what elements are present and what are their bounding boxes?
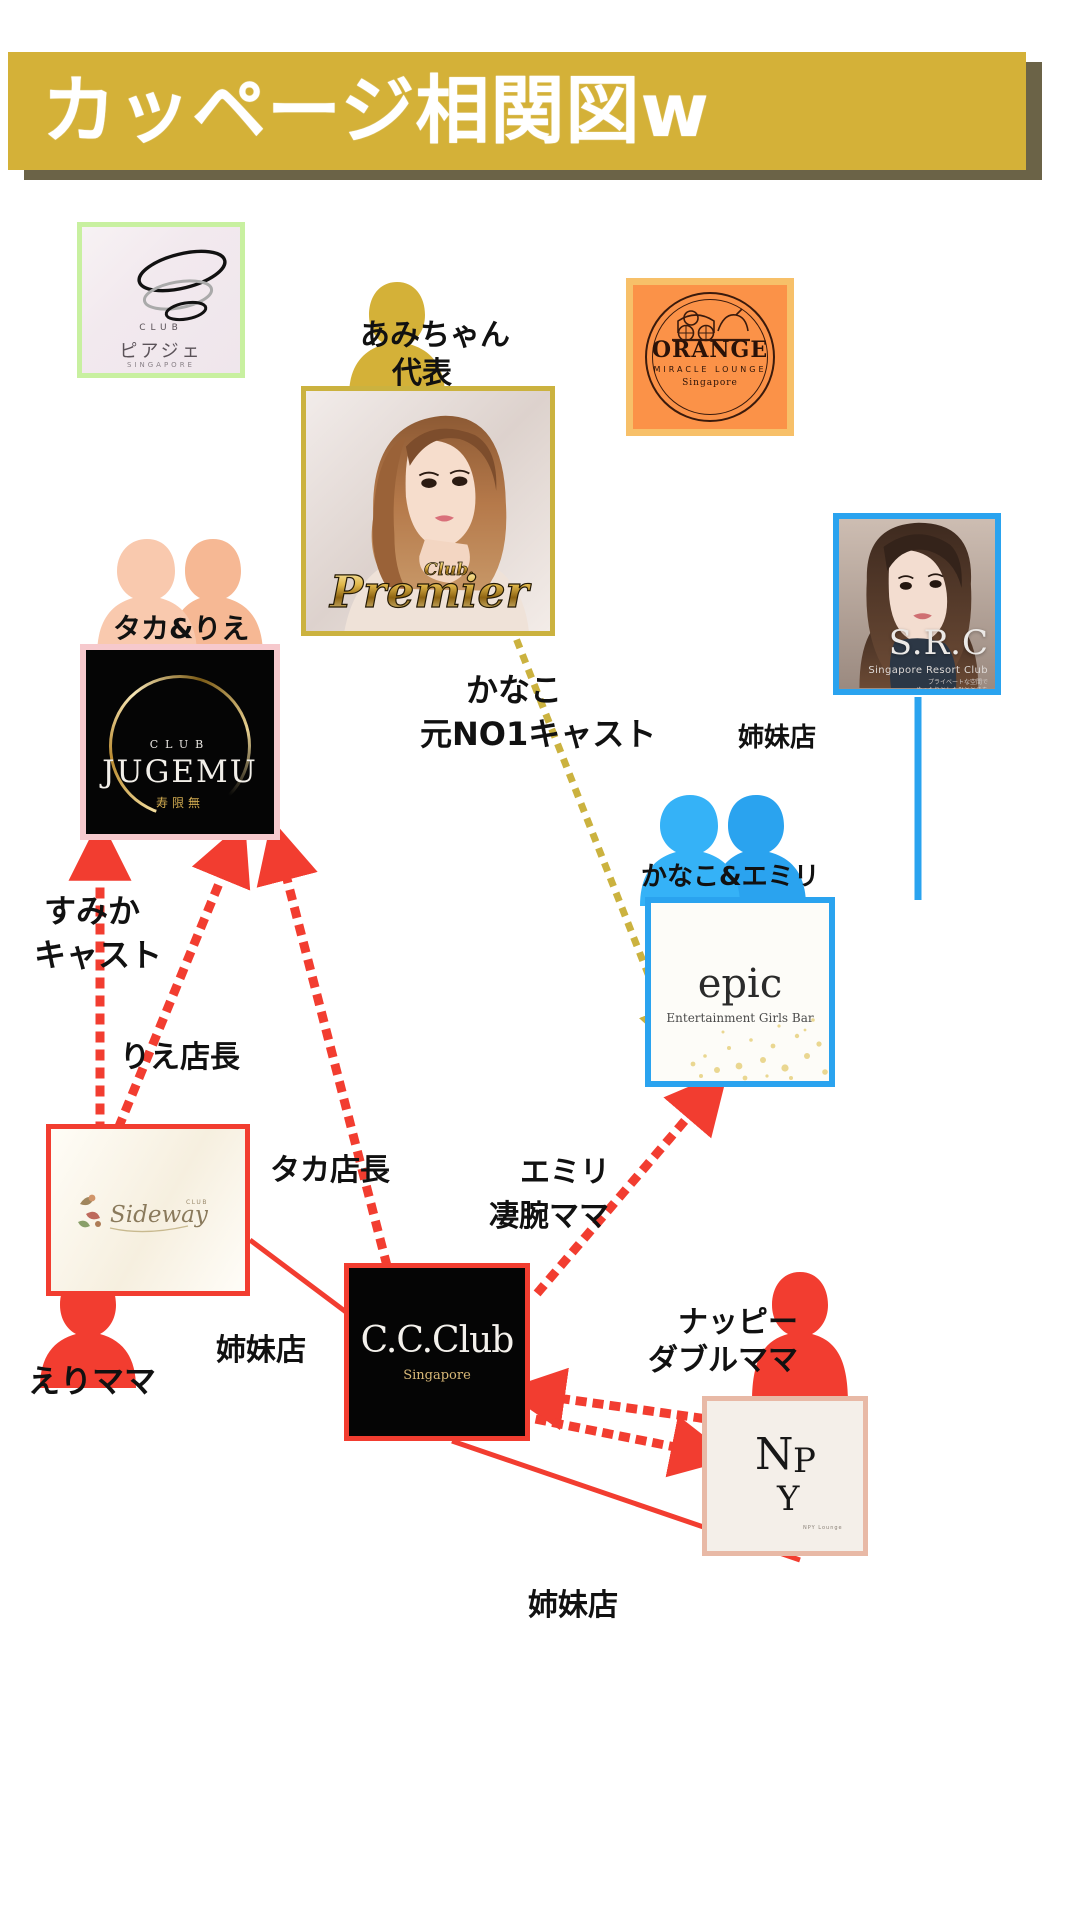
edge-label-kanako-1: かなこ [466, 671, 563, 709]
epic-glitter-decoration [690, 1018, 828, 1081]
edge-label-sideway-cc: 姉妹店 [216, 1333, 306, 1368]
club-sideway-card[interactable]: Sideway CLUB [46, 1124, 250, 1296]
edge-label-kanako-2: 元NO1キャスト [420, 715, 657, 753]
src-wordmark: S.R.C [888, 623, 989, 663]
src-portrait-photo [839, 519, 995, 688]
src-subtitle: Singapore Resort Club [868, 665, 988, 676]
kanako-emiri-label: かなこ&エミリ [641, 862, 820, 892]
club-jugemu-card[interactable]: CLUB JUGEMU 寿限無 [80, 644, 280, 840]
nappy-mama-silhouette [752, 1272, 848, 1402]
edge-line-nappy-b [534, 1414, 734, 1478]
edge-label-sumika-1: すみか [44, 892, 141, 930]
premier-logo-small: Club. [424, 560, 474, 580]
edge-label-emiri-2: 凄腕ママ [489, 1199, 609, 1234]
jugemu-kanji: 寿限無 [155, 796, 204, 810]
nappy-letter-y: Y [777, 1479, 800, 1519]
edge-label-rie: りえ店長 [120, 1040, 240, 1075]
eri-mama-label: えりママ [28, 1362, 157, 1400]
src-card[interactable]: S.R.C Singapore Resort Club プライベートな空間でゆっ… [833, 513, 1001, 695]
ami-label-line2: 代表 [392, 356, 452, 391]
edge-label-src-epic: 姉妹店 [738, 723, 817, 753]
src-fine-print: プライベートな空間でゆったりとしたひとときを過ごしていただけます [916, 679, 988, 694]
sideway-club-word: CLUB [186, 1199, 208, 1206]
club-premier-card[interactable]: Club. Premier [301, 386, 555, 636]
cc-club-card[interactable]: C.C.Club Singapore [344, 1263, 530, 1441]
taka-rie-label: タカ&りえ [113, 612, 250, 645]
nappy-label-line2: ダブルママ [648, 1343, 798, 1378]
jugemu-wordmark: JUGEMU [102, 754, 258, 790]
epic-wordmark: epic [697, 961, 783, 1007]
jugemu-gold-ring [109, 675, 251, 817]
premier-logo: Club. Premier [328, 560, 532, 615]
edge-line-emiri [533, 1070, 729, 1297]
jugemu-club-word: CLUB [149, 738, 211, 751]
page-title: カッページ相関図w [42, 68, 710, 154]
orange-carriage-icon [672, 308, 750, 342]
orange-subtitle: MIRACLE LOUNGE [653, 365, 767, 374]
epic-card[interactable]: epic Entertainment Girls Bar [645, 897, 835, 1087]
club-piaget-card[interactable]: CLUB ピアジェ SINGAPORE [77, 222, 245, 378]
piaget-swirl-icon [137, 249, 227, 322]
page-banner: カッページ相関図w [8, 52, 1026, 170]
piaget-name: ピアジェ [119, 341, 203, 362]
nappy-fine-print: NPY Lounge [803, 1525, 843, 1531]
orange-wordmark: ORANGE [651, 337, 769, 363]
edge-label-sumika-2: キャスト [34, 936, 163, 974]
ami-label-line1: あみちゃん [360, 318, 510, 353]
edge-label-cc-nappy: 姉妹店 [528, 1588, 618, 1623]
premier-portrait-photo [306, 391, 550, 631]
edge-label-taka: タカ店長 [270, 1153, 390, 1188]
piaget-country: SINGAPORE [127, 361, 195, 369]
piaget-club-word: CLUB [139, 323, 183, 333]
ami-chan-silhouette [349, 282, 445, 396]
edge-line-sideway-cc [248, 1238, 348, 1314]
nappy-label-line1: ナッピー [678, 1305, 798, 1340]
cc-city: Singapore [403, 1368, 471, 1383]
kanako-emiri-silhouette [640, 795, 806, 906]
orange-city: Singapore [682, 378, 738, 388]
edge-line-taka [256, 818, 392, 1268]
taka-rie-silhouette [97, 539, 263, 656]
orange-ring [645, 292, 775, 422]
epic-subtitle: Entertainment Girls Bar [666, 1011, 814, 1025]
edge-line-nappy-a [502, 1367, 706, 1431]
orange-card[interactable]: ORANGE MIRACLE LOUNGE Singapore [626, 278, 794, 436]
edge-label-emiri-1: エミリ [520, 1155, 610, 1190]
nappy-letter-p: P [793, 1441, 816, 1481]
eri-mama-silhouette [40, 1272, 136, 1388]
cc-wordmark: C.C.Club [360, 1320, 515, 1361]
nappy-card[interactable]: N P Y NPY Lounge [702, 1396, 868, 1556]
sideway-wordmark: Sideway [110, 1202, 209, 1228]
sideway-logo: Sideway CLUB [78, 1194, 209, 1233]
premier-logo-main: Premier [328, 567, 532, 615]
nappy-letter-n: N [755, 1429, 794, 1480]
